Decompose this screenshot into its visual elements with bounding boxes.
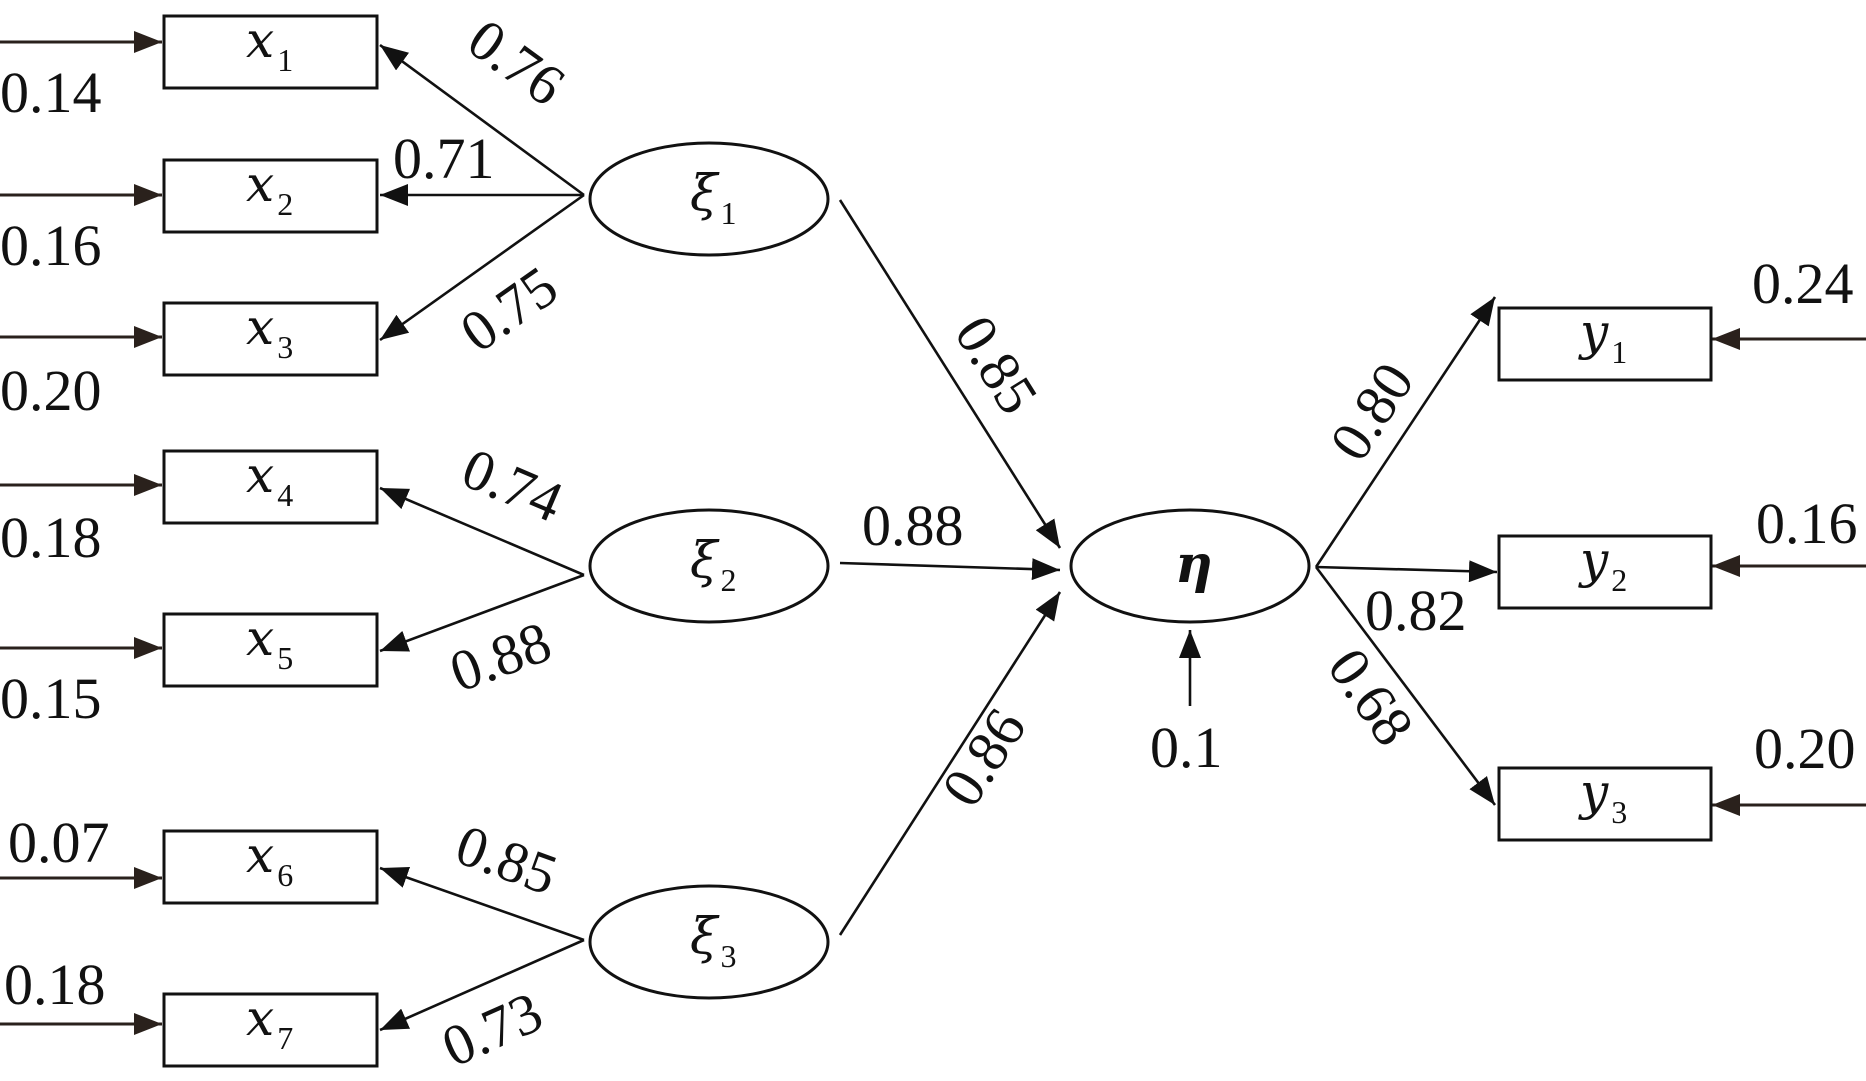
- error-value-y1: 0.24: [1752, 251, 1854, 316]
- error-value-eta: 0.1: [1150, 715, 1223, 780]
- box-y3: [1497, 766, 1713, 842]
- loading-value-xi2-x4: 0.74: [453, 435, 572, 534]
- loading-value-xi3-x7: 0.73: [432, 979, 551, 1080]
- box-x6: [162, 829, 379, 905]
- label-x6: x6: [246, 826, 293, 893]
- arrow-xi3-x6: [379, 866, 585, 942]
- error-value-x7: 0.18: [4, 952, 106, 1017]
- path-values: 0.85 0.88 0.86: [862, 304, 1051, 817]
- loading-value-xi1-x3: 0.75: [449, 253, 569, 364]
- loading-value-eta-y3: 0.68: [1315, 637, 1426, 757]
- label-x1: x1: [246, 11, 293, 78]
- label-x5: x5: [246, 609, 293, 676]
- arrow-xi2-eta: [839, 558, 1061, 581]
- observed-y-boxes: [1497, 306, 1713, 842]
- arrow-xi1-x3: [379, 193, 585, 342]
- box-x5: [162, 612, 379, 688]
- loading-value-eta-y2: 0.82: [1365, 578, 1467, 643]
- box-x3: [162, 301, 379, 377]
- y-error-arrows: [1712, 328, 1866, 816]
- arrow-eta-y1: [1314, 296, 1497, 568]
- path-value-xi3-eta: 0.86: [929, 697, 1039, 818]
- label-y3: y3: [1578, 763, 1627, 830]
- observed-x-boxes: [162, 14, 379, 1068]
- arrow-xi2-x5: [379, 573, 585, 653]
- loading-value-xi2-x5: 0.88: [442, 609, 560, 705]
- label-x7: x7: [246, 989, 293, 1056]
- x-error-arrows: [0, 31, 162, 1035]
- path-value-xi1-eta: 0.85: [942, 304, 1051, 425]
- label-eta: η: [1175, 534, 1213, 595]
- box-x2: [162, 158, 379, 234]
- loading-arrows: [379, 43, 585, 1032]
- box-y2: [1497, 534, 1713, 610]
- error-value-x3: 0.20: [0, 358, 102, 423]
- box-x1: [162, 14, 379, 90]
- ellipse-xi3: [588, 884, 830, 1000]
- ellipse-xi1: [588, 141, 830, 257]
- arrow-eta-y3: [1314, 566, 1497, 806]
- label-x4: x4: [246, 446, 293, 513]
- path-value-xi2-eta: 0.88: [862, 493, 964, 558]
- error-values: 0.14 0.16 0.20 0.18 0.15 0.07 0.18 0.24 …: [0, 60, 1858, 1017]
- label-xi3: ξ3: [690, 907, 737, 974]
- box-x4: [162, 449, 379, 525]
- error-value-y3: 0.20: [1754, 716, 1856, 781]
- loading-value-xi3-x6: 0.85: [448, 812, 566, 908]
- loading-value-xi1-x1: 0.76: [456, 6, 576, 118]
- arrow-xi1-x1: [379, 43, 585, 197]
- ellipse-xi2: [588, 508, 830, 624]
- label-x3: x3: [246, 298, 293, 365]
- arrow-xi3-x7: [379, 938, 585, 1032]
- ellipse-eta: [1069, 508, 1311, 624]
- arrow-xi2-x4: [379, 486, 585, 577]
- loading-value-eta-y1: 0.80: [1317, 351, 1427, 472]
- error-value-x6: 0.07: [8, 810, 110, 875]
- latent-ellipses: [588, 141, 1311, 1000]
- structural-paths: [838, 199, 1062, 936]
- label-y2: y2: [1578, 531, 1627, 598]
- label-xi2: ξ2: [690, 531, 737, 598]
- variable-labels: x1 x2 x3 x4 x5 x6 x7 y1 y2 y3 ξ1 ξ2 ξ3 η: [246, 11, 1627, 1056]
- loading-value-xi1-x2: 0.71: [393, 126, 495, 191]
- eta-loading-arrows: [1179, 296, 1498, 806]
- box-y1: [1497, 306, 1713, 382]
- box-x7: [162, 992, 379, 1068]
- error-value-x5: 0.15: [0, 666, 102, 731]
- arrow-eta-y2: [1315, 560, 1498, 583]
- error-value-x2: 0.16: [0, 213, 102, 278]
- error-value-x4: 0.18: [0, 505, 102, 570]
- label-x2: x2: [246, 155, 293, 222]
- error-value-y2: 0.16: [1756, 491, 1858, 556]
- arrow-xi3-eta: [838, 591, 1062, 936]
- arrow-xi1-eta: [838, 199, 1062, 549]
- error-value-x1: 0.14: [0, 60, 102, 125]
- label-xi1: ξ1: [690, 164, 737, 231]
- label-y1: y1: [1578, 303, 1627, 370]
